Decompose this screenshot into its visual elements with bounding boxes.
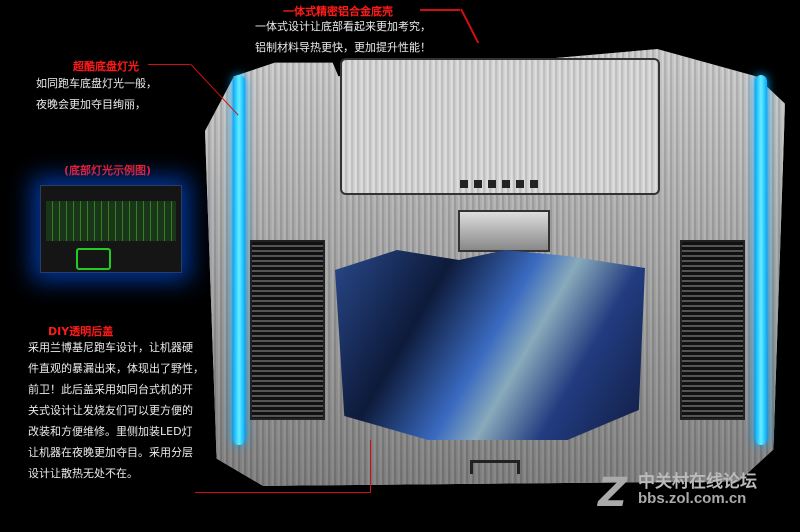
text-line: 如同跑车底盘灯光一般，: [36, 77, 157, 90]
shell-pointer-line-b: [460, 8, 480, 44]
bottom-logo-mark: [470, 460, 520, 474]
text-line: 夜晚会更加夺目绚丽，: [36, 98, 146, 111]
example-title: (底部灯光示例图): [64, 164, 152, 177]
transparent-cover-window: [335, 250, 645, 440]
shell-title: 一体式精密铝合金底壳: [283, 5, 393, 18]
watermark-url: bbs.zol.com.cn: [638, 490, 747, 507]
bottom-access-panel: [340, 58, 660, 195]
shell-pointer-line: [420, 9, 460, 11]
laptop-light-example-image: [40, 185, 182, 273]
shell-description: 一体式设计让底部看起来更加考究， 铝制材料导热更快，更加提升性能！: [255, 16, 431, 58]
zol-logo-icon: Z: [598, 470, 628, 516]
text-line: 关式设计让发烧友们可以更方便的: [28, 404, 193, 417]
light-description: 如同跑车底盘灯光一般， 夜晚会更加夺目绚丽，: [36, 73, 157, 115]
left-vent: [250, 240, 325, 420]
center-block: [458, 210, 550, 252]
text-line: 铝制材料导热更快，更加提升性能！: [255, 41, 431, 54]
text-line: 设计让散热无处不在。: [28, 467, 138, 480]
keyboard: [46, 201, 176, 241]
cover-pointer-line: [195, 492, 370, 493]
watermark-name: 中关村在线论坛: [638, 472, 757, 492]
right-vent: [680, 240, 745, 420]
panel-indicators: [460, 180, 540, 188]
light-pointer-line: [148, 64, 190, 65]
text-line: 改装和方便维修。里侧加装LED灯: [28, 425, 193, 438]
light-title: 超酷底盘灯光: [73, 60, 139, 73]
text-line: 一体式设计让底部看起来更加考究，: [255, 20, 431, 33]
touchpad: [76, 248, 111, 270]
left-light-strip: [233, 75, 245, 445]
text-line: 件直观的暴漏出来，体现出了野性，: [28, 362, 204, 375]
cover-pointer-line-b: [370, 440, 371, 493]
right-light-strip: [755, 75, 767, 445]
cover-description: 采用兰博基尼跑车设计，让机器硬 件直观的暴漏出来，体现出了野性， 前卫！此后盖采…: [28, 337, 204, 484]
text-line: 前卫！此后盖采用如同台式机的开: [28, 383, 193, 396]
cover-title: DIY透明后盖: [48, 325, 114, 338]
text-line: 采用兰博基尼跑车设计，让机器硬: [28, 341, 193, 354]
text-line: 让机器在夜晚更加夺目。采用分层: [28, 446, 193, 459]
